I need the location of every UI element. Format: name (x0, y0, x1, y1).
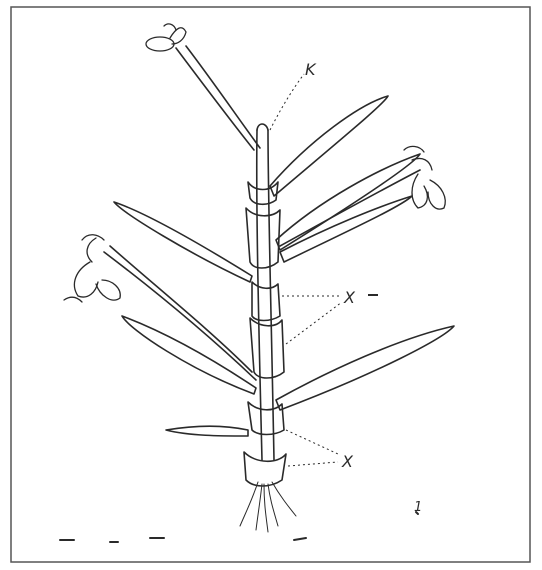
label-scale: 1 (414, 500, 422, 515)
stem-tip (257, 124, 268, 130)
label-top: K (305, 60, 316, 79)
flower-stalk-left (110, 246, 252, 372)
sheath-node-4 (250, 318, 284, 378)
flower-top (146, 24, 186, 51)
sheath-node-3 (252, 282, 280, 321)
leaf-right-lower (276, 326, 454, 410)
dash-mark-middle (368, 294, 378, 296)
flower-left (64, 235, 120, 302)
leaf-left-upper (114, 202, 252, 282)
sheath-node-2 (246, 208, 280, 268)
leaf-upper-right (270, 96, 388, 196)
pointer-k (270, 74, 304, 130)
leaf-left-lower (122, 316, 256, 394)
scale-dash-4 (294, 538, 306, 540)
leaf-small-left (166, 426, 248, 436)
label-middle: X (344, 288, 355, 307)
label-bottom: X (342, 452, 353, 471)
sheath-base (244, 452, 286, 486)
pointer-x-2b (288, 462, 338, 466)
leaf-right-2b (280, 196, 412, 262)
main-stem (257, 130, 262, 460)
flower-right (404, 146, 445, 209)
pointer-x-2a (286, 430, 338, 454)
flower-stalk-top (176, 48, 254, 150)
roots (240, 482, 296, 532)
pointer-x-1b (286, 302, 342, 344)
flower-stalk-right (280, 170, 420, 246)
